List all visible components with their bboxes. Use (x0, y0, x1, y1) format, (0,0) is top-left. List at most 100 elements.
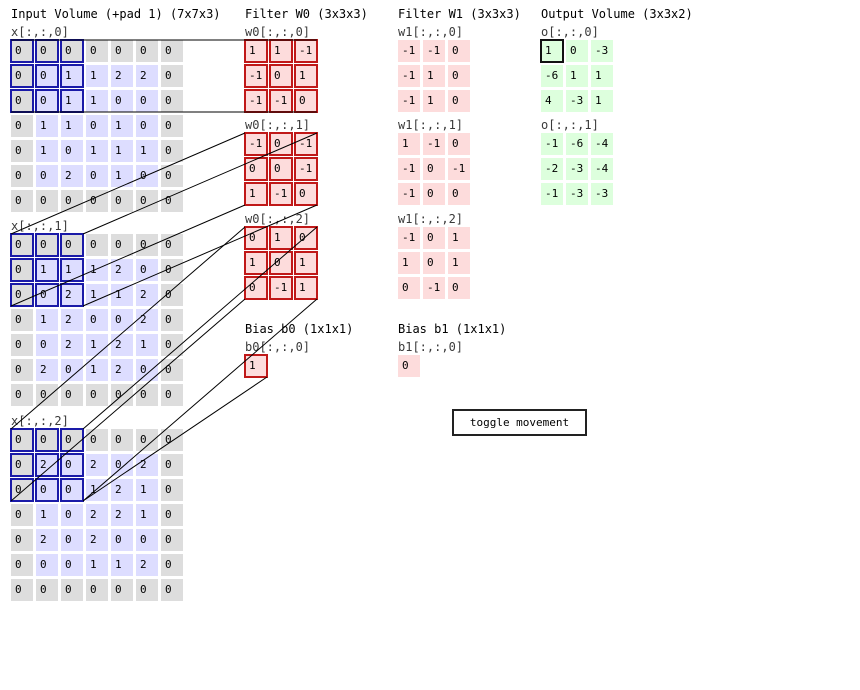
input-cell: 0 (61, 234, 83, 256)
input-slice-label: x[:,:,2] (11, 414, 69, 428)
input-cell: 0 (36, 65, 58, 87)
input-cell: 1 (86, 359, 108, 381)
input-cell: 2 (136, 284, 158, 306)
toggle-movement-button[interactable]: toggle movement (452, 409, 587, 436)
filter-w0-cell: -1 (295, 133, 317, 155)
input-cell: 0 (61, 140, 83, 162)
filter-w1-cell: 0 (398, 277, 420, 299)
filter-w0-cell: -1 (270, 90, 292, 112)
input-cell: 2 (86, 529, 108, 551)
input-cell: 1 (86, 259, 108, 281)
bias-b1-label: b1[:,:,0] (398, 340, 464, 354)
output-cell: 1 (566, 65, 588, 87)
output-cell: -6 (566, 133, 588, 155)
filter-w1-cell: 0 (448, 133, 470, 155)
output-cell: 4 (541, 90, 563, 112)
filter-w1-cell: 0 (448, 40, 470, 62)
output-cell: -3 (566, 183, 588, 205)
input-cell: 0 (161, 384, 183, 406)
input-cell: 2 (36, 454, 58, 476)
filter-w1-cell: 1 (448, 227, 470, 249)
input-cell: 0 (61, 504, 83, 526)
input-cell: 0 (11, 429, 33, 451)
input-cell: 2 (61, 165, 83, 187)
filter-w0-slice-label: w0[:,:,0] (245, 25, 311, 39)
input-cell: 2 (136, 554, 158, 576)
filter-w0-cell: -1 (270, 183, 292, 205)
input-cell: 1 (86, 140, 108, 162)
filter-w0-cell: -1 (295, 40, 317, 62)
input-cell: 1 (86, 479, 108, 501)
input-cell: 0 (86, 309, 108, 331)
input-cell: 0 (11, 579, 33, 601)
input-cell: 2 (136, 454, 158, 476)
input-cell: 1 (86, 90, 108, 112)
output-cell: -4 (591, 133, 613, 155)
input-cell: 0 (36, 384, 58, 406)
input-cell: 0 (111, 40, 133, 62)
input-cell: 1 (86, 284, 108, 306)
input-cell: 1 (36, 504, 58, 526)
input-cell: 1 (36, 115, 58, 137)
input-cell: 0 (36, 90, 58, 112)
output-cell: 1 (541, 40, 563, 62)
bias-b0-cell: 1 (245, 355, 267, 377)
input-cell: 0 (161, 115, 183, 137)
input-cell: 0 (11, 384, 33, 406)
input-cell: 2 (111, 479, 133, 501)
filter-w0-cell: 1 (295, 65, 317, 87)
filter-w1-cell: 1 (398, 133, 420, 155)
input-cell: 0 (61, 359, 83, 381)
input-cell: 0 (161, 140, 183, 162)
filter-w0-cell: 1 (245, 252, 267, 274)
filter-w0-cell: -1 (270, 277, 292, 299)
filter-w0-cell: 0 (295, 227, 317, 249)
input-cell: 0 (161, 554, 183, 576)
input-cell: 0 (111, 454, 133, 476)
filter-w0-cell: 0 (270, 252, 292, 274)
input-cell: 1 (61, 90, 83, 112)
input-cell: 2 (111, 334, 133, 356)
input-cell: 2 (36, 529, 58, 551)
input-cell: 1 (136, 479, 158, 501)
input-cell: 0 (111, 234, 133, 256)
filter-w1-cell: 0 (448, 65, 470, 87)
filter-w1-slice-label: w1[:,:,1] (398, 118, 464, 132)
input-cell: 0 (86, 115, 108, 137)
input-cell: 0 (161, 259, 183, 281)
input-cell: 1 (136, 140, 158, 162)
filter-w0-cell: 0 (245, 227, 267, 249)
filter-w0-cell: 1 (245, 40, 267, 62)
filter-w1-cell: -1 (423, 277, 445, 299)
input-cell: 1 (111, 554, 133, 576)
input-cell: 0 (161, 429, 183, 451)
input-cell: 2 (111, 65, 133, 87)
input-cell: 0 (161, 40, 183, 62)
input-cell: 0 (136, 40, 158, 62)
filter-w0-cell: 1 (270, 40, 292, 62)
input-cell: 1 (111, 284, 133, 306)
input-cell: 0 (111, 90, 133, 112)
input-cell: 1 (111, 165, 133, 187)
input-cell: 2 (36, 359, 58, 381)
input-cell: 2 (61, 309, 83, 331)
input-cell: 0 (11, 115, 33, 137)
output-volume-title: Output Volume (3x3x2) (541, 7, 693, 21)
input-cell: 0 (11, 234, 33, 256)
bias-b0-title: Bias b0 (1x1x1) (245, 322, 354, 336)
input-cell: 1 (111, 115, 133, 137)
input-cell: 0 (11, 284, 33, 306)
bias-b0-label: b0[:,:,0] (245, 340, 311, 354)
input-cell: 0 (161, 454, 183, 476)
input-cell: 0 (161, 190, 183, 212)
output-cell: -6 (541, 65, 563, 87)
input-cell: 2 (86, 454, 108, 476)
filter-w1-cell: 0 (448, 90, 470, 112)
filter-w1-cell: 1 (423, 90, 445, 112)
filter-w0-cell: 1 (295, 277, 317, 299)
input-cell: 0 (61, 554, 83, 576)
output-slice-label: o[:,:,0] (541, 25, 599, 39)
input-cell: 0 (136, 429, 158, 451)
input-cell: 0 (161, 529, 183, 551)
filter-w1-slice-label: w1[:,:,0] (398, 25, 464, 39)
